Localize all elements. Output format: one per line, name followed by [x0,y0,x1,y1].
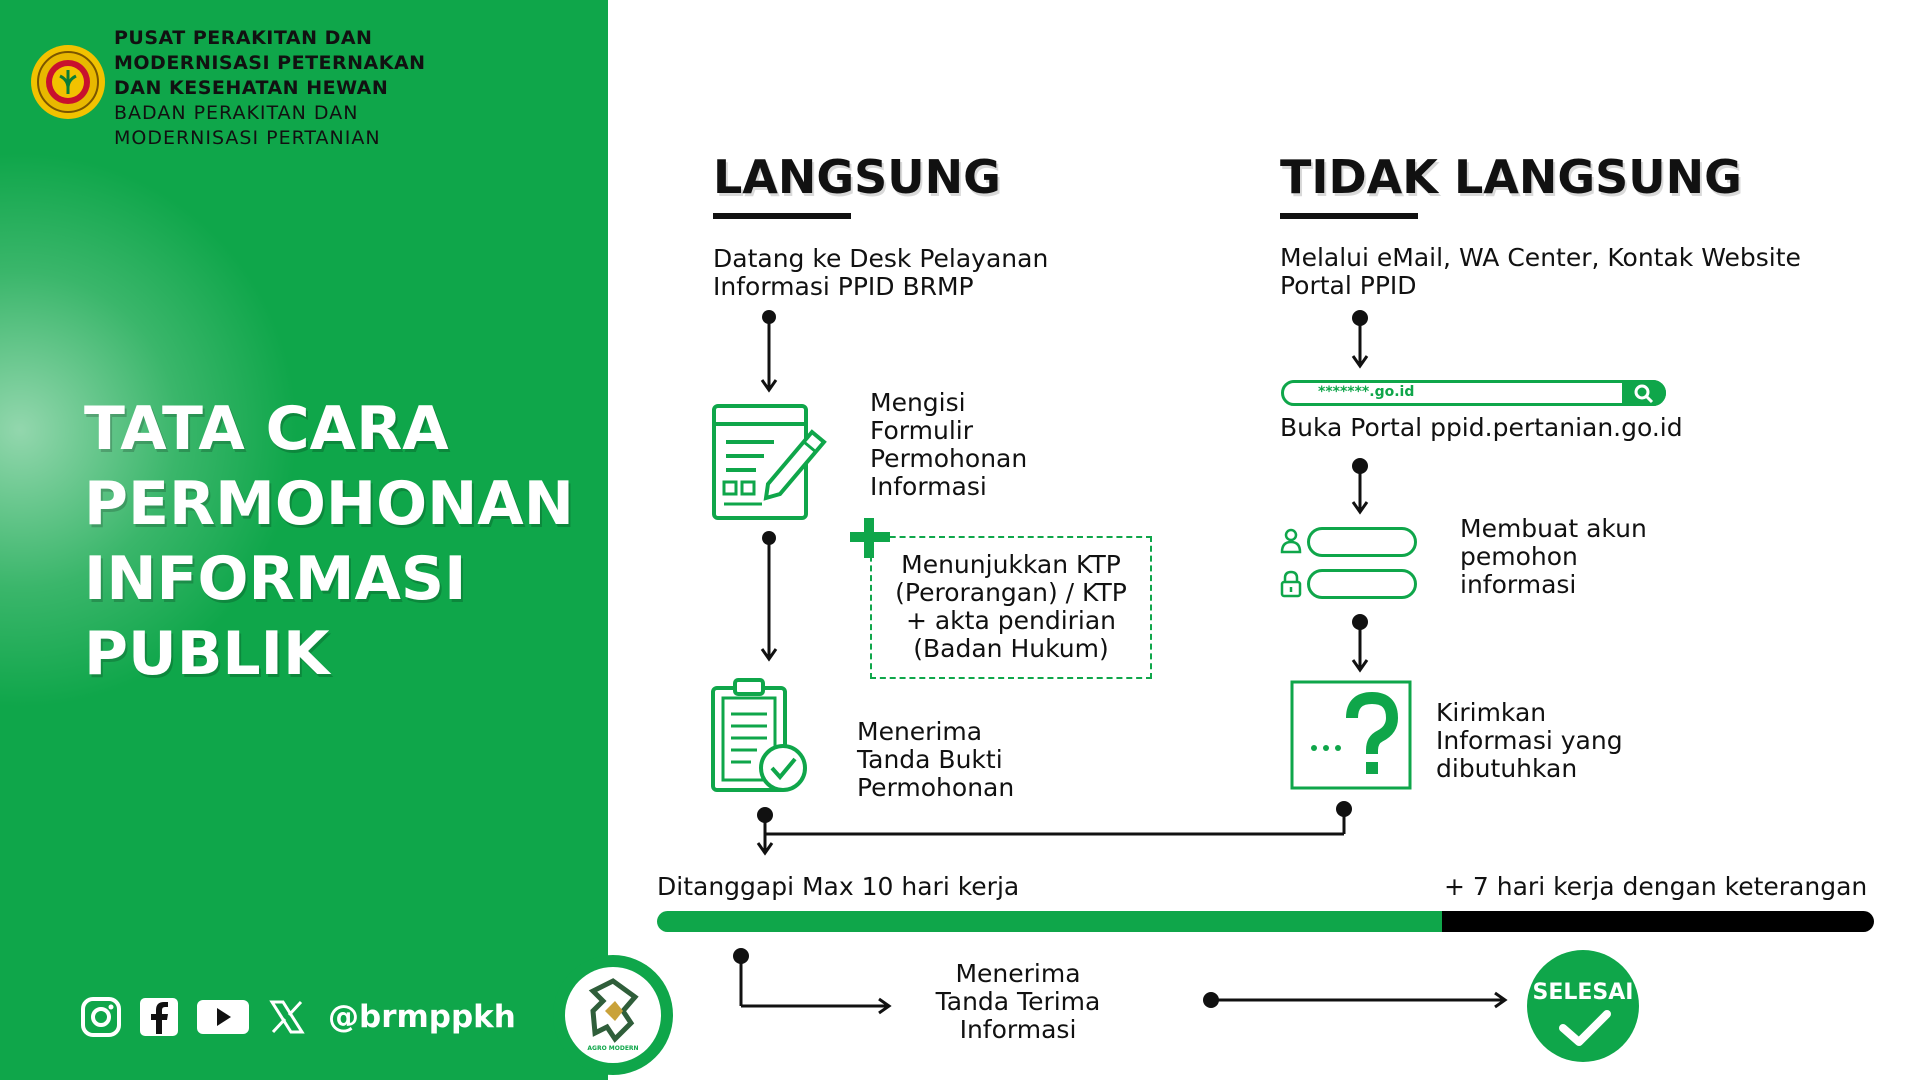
step-text: dibutuhkan [1436,754,1578,783]
langsung-step1: Datang ke Desk Pelayanan Informasi PPID … [713,245,1048,301]
portal-url-bar[interactable]: *******.go.id [1281,380,1666,406]
org-line: MODERNISASI PETERNAKAN [114,52,426,74]
note-text: (Badan Hukum) [913,634,1109,663]
id-requirement-note [870,536,1152,679]
step-text: Formulir [870,416,973,445]
question-box-icon [1290,680,1412,790]
step-text: informasi [1460,570,1577,599]
merge-connector [756,801,1352,856]
done-badge: SELESAI [1527,950,1639,1062]
step-text: pemohon [1460,542,1578,571]
tidak-langsung-step4: Kirimkan Informasi yang dibutuhkan [1436,699,1623,783]
arrow-right-icon [1203,991,1508,1009]
id-requirement-text: Menunjukkan KTP (Perorangan) / KTP + akt… [870,551,1152,663]
badge-text: AGRO MODERN [587,1045,639,1052]
arrow-down-icon [760,310,778,393]
step-text: Tanda Terima [935,987,1101,1016]
search-icon [1634,384,1654,404]
title-line: INFORMASI [84,544,467,614]
instagram-icon[interactable] [80,996,122,1038]
org-line: PUSAT PERAKITAN DAN [114,27,373,49]
tidak-langsung-step1: Melalui eMail, WA Center, Kontak Website… [1280,244,1801,300]
step-text: Informasi [870,472,987,501]
password-field[interactable] [1307,569,1417,599]
timeline-right-label: + 7 hari kerja dengan keterangan [1444,872,1868,901]
step-text: Tanda Bukti [857,745,1003,774]
tidak-langsung-step2: Buka Portal ppid.pertanian.go.id [1280,413,1683,442]
social-bar: @brmppkh [80,995,516,1039]
step-text: Datang ke Desk Pelayanan [713,244,1049,273]
step-text: Mengisi [870,388,966,417]
step-text: Permohonan [870,444,1028,473]
left-panel: PUSAT PERAKITAN DAN MODERNISASI PETERNAK… [0,0,608,1080]
x-icon[interactable] [266,996,308,1038]
step-text: Kirimkan [1436,698,1547,727]
langsung-step2: Mengisi Formulir Permohonan Informasi [870,389,1027,501]
org-line: BADAN PERAKITAN DAN [114,102,359,124]
title-line: PUBLIK [84,619,330,689]
ministry-emblem-icon [31,45,105,119]
user-icon [1280,528,1302,554]
step-text: Permohonan [857,773,1015,802]
tidak-langsung-heading: TIDAK LANGSUNG [1280,150,1742,204]
step-text: Membuat akun [1460,514,1647,543]
note-text: Menunjukkan KTP [901,550,1121,579]
lock-icon [1280,570,1302,598]
elbow-arrow-icon [733,948,892,1015]
arrow-down-icon [760,531,778,662]
title-line: TATA CARA [84,394,449,464]
organization-name: PUSAT PERAKITAN DAN MODERNISASI PETERNAK… [114,26,426,151]
note-text: (Perorangan) / KTP [895,578,1127,607]
langsung-step3: Menerima Tanda Bukti Permohonan [857,718,1014,802]
step-text: Menerima [857,717,983,746]
done-label: SELESAI [1532,980,1634,1005]
checkmark-icon [1559,1010,1611,1046]
url-text: *******.go.id [1318,384,1415,400]
social-handle[interactable]: @brmppkh [328,999,516,1035]
step-text: Informasi yang [1436,726,1623,755]
step-text: Informasi PPID BRMP [713,272,974,301]
org-line: MODERNISASI PERTANIAN [114,127,381,149]
tidak-langsung-step3: Membuat akun pemohon informasi [1460,515,1647,599]
clipboard-check-icon [711,678,807,792]
agro-modern-badge: AGRO MODERN [553,955,673,1075]
title-line: PERMOHONAN [84,469,574,539]
step-text: Informasi [959,1015,1077,1044]
arrow-down-icon [1351,614,1369,673]
tidak-langsung-underline [1280,213,1418,219]
langsung-underline [713,213,851,219]
org-line: DAN KESEHATAN HEWAN [114,77,389,99]
ministry-logo [30,44,106,120]
form-edit-icon [712,404,827,520]
step-text: Menerima [955,959,1081,988]
timeline-left-label: Ditanggapi Max 10 hari kerja [657,872,1020,901]
youtube-icon[interactable] [196,996,250,1038]
facebook-icon[interactable] [138,996,180,1038]
arrow-down-icon [1351,310,1369,369]
final-step: Menerima Tanda Terima Informasi [918,960,1118,1044]
page-title: TATA CARA PERMOHONAN INFORMASI PUBLIK [84,392,574,692]
timeline-bar-standard [657,911,1445,932]
arrow-down-icon [1351,458,1369,515]
agro-modern-logo-icon [588,978,639,1043]
step-text: Melalui eMail, WA Center, Kontak Website [1280,243,1801,272]
note-text: + akta pendirian [905,606,1117,635]
username-field[interactable] [1307,527,1417,557]
step-text: Portal PPID [1280,271,1417,300]
search-button[interactable] [1622,380,1666,406]
timeline-bar-extension [1442,911,1874,932]
langsung-heading: LANGSUNG [713,150,1001,204]
